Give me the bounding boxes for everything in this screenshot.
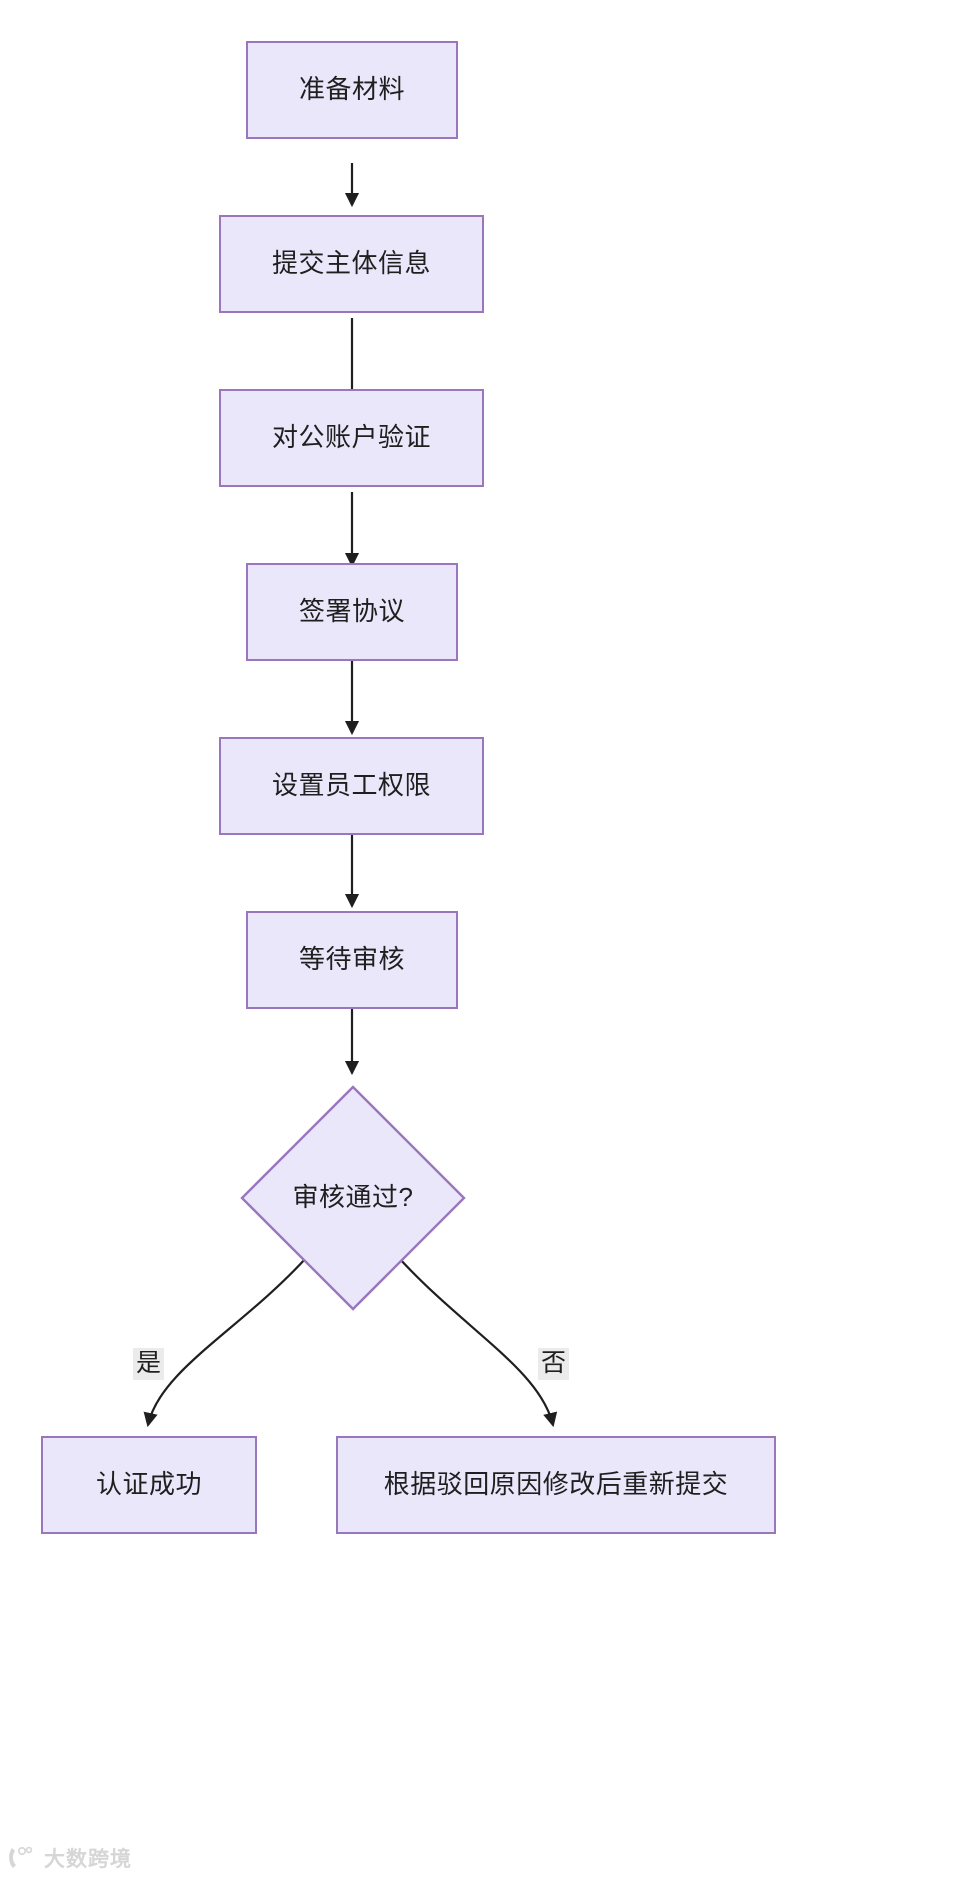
node-label: 对公账户验证 — [271, 422, 431, 453]
node-revise-and-resubmit[interactable]: 根据驳回原因修改后重新提交 — [336, 1436, 776, 1534]
node-label: 准备材料 — [298, 74, 405, 105]
node-awaiting-review[interactable]: 等待审核 — [246, 911, 458, 1009]
node-label: 签署协议 — [298, 596, 405, 627]
node-label: 根据驳回原因修改后重新提交 — [383, 1469, 729, 1500]
node-set-employee-permissions[interactable]: 设置员工权限 — [219, 737, 484, 835]
node-label: 提交主体信息 — [271, 248, 431, 279]
edge-label-no: 否 — [538, 1348, 570, 1380]
node-certification-success[interactable]: 认证成功 — [41, 1436, 257, 1534]
watermark-text: 大数跨境 — [44, 1848, 132, 1871]
node-prepare-materials[interactable]: 准备材料 — [246, 41, 458, 139]
edge-label-yes: 是 — [133, 1348, 165, 1380]
node-label: 等待审核 — [298, 944, 405, 975]
node-submit-entity-info[interactable]: 提交主体信息 — [219, 215, 484, 313]
watermark-logo-icon — [9, 1846, 33, 1868]
node-label: 审核通过? — [292, 1182, 414, 1213]
node-corporate-account-verify[interactable]: 对公账户验证 — [219, 389, 484, 487]
node-review-passed-decision[interactable]: 审核通过? — [240, 1085, 466, 1311]
node-label: 设置员工权限 — [271, 770, 431, 801]
diamond-shape-icon — [240, 1085, 466, 1311]
watermark: 大数跨境 — [8, 1843, 132, 1873]
node-sign-agreement[interactable]: 签署协议 — [246, 563, 458, 661]
node-label: 认证成功 — [95, 1469, 202, 1500]
